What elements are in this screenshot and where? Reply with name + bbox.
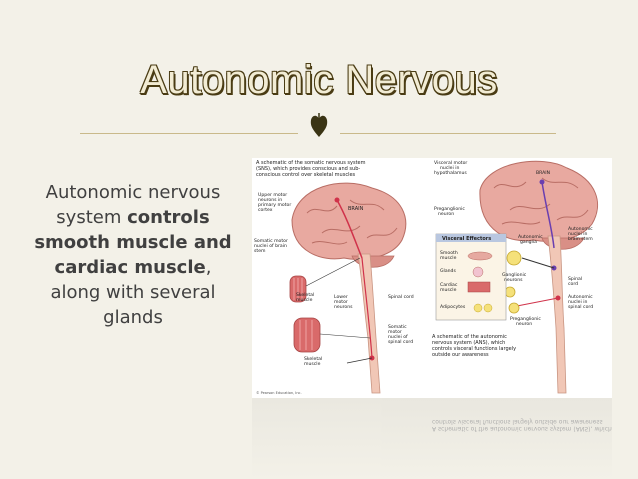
ans-spinal-cord	[547, 235, 567, 394]
ganglionic-neuron-icon	[508, 302, 520, 314]
cardiac-muscle-icon	[467, 281, 491, 293]
nervous-system-figure: A schematic of the somatic nervous syste…	[252, 158, 612, 398]
bullet-text-part-1: Autonomic nervous system	[45, 182, 221, 228]
bullet-item: Autonomic nervous system controls smooth…	[8, 180, 238, 330]
gland-icon	[472, 266, 484, 278]
nervous-system-diagram: A schematic of the somatic nervous syste…	[254, 160, 599, 395]
title-divider-right	[340, 133, 556, 134]
label-ans-brain: BRAIN	[536, 170, 550, 176]
label-adipocytes: Adipocytes	[440, 304, 466, 310]
adipocyte-icon	[473, 303, 483, 313]
visceral-effectors-box	[435, 233, 507, 321]
bullet-text: Autonomic nervous system controls smooth…	[28, 180, 238, 330]
sns-caption: A schematic of the somatic nervous syste…	[256, 160, 366, 178]
label-glands: Glands	[440, 268, 456, 274]
ans-brain-shape	[479, 160, 599, 242]
bullet-text-part-2: , along with several glands	[50, 257, 216, 328]
bullet-text-bold: controls smooth muscle and cardiac muscl…	[34, 207, 232, 278]
skeletal-muscle-icon	[293, 317, 321, 353]
title-divider-left	[80, 133, 298, 134]
figure-copyright: © Pearson Education, Inc.	[256, 391, 302, 395]
smooth-muscle-icon	[467, 251, 493, 261]
label-sns-spinal-cord: Spinal cord	[388, 294, 414, 300]
heart-ornament-icon	[310, 113, 328, 137]
ganglionic-neuron-icon	[504, 286, 516, 298]
figure-reflection: A schematic of the autonomic nervous sys…	[252, 398, 612, 479]
square-bullet-icon	[8, 182, 18, 200]
label-visceral-effectors: Visceral Effectors	[442, 236, 491, 242]
skeletal-muscle-icon	[289, 275, 307, 303]
reflection-caption: A schematic of the autonomic nervous sys…	[432, 418, 612, 432]
autonomic-ganglion-icon	[506, 250, 522, 266]
slide-title: Autonomic Nervous	[140, 58, 498, 102]
sns-brain-shape	[291, 182, 407, 260]
sns-schematic: A schematic of the somatic nervous syste…	[254, 160, 414, 394]
label-sns-brain: BRAIN	[348, 206, 364, 212]
